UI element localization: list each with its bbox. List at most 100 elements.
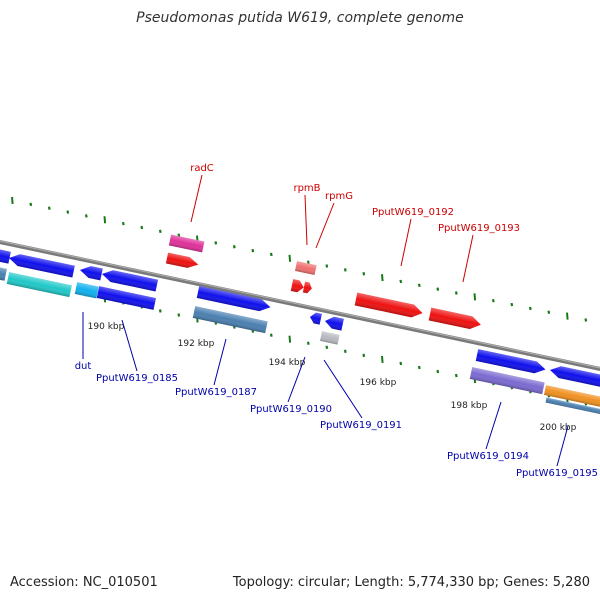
leader-rpmG [315,202,335,249]
upper-track-tick [325,264,329,268]
upper-track-tick [566,312,569,320]
leader-0195 [556,425,569,467]
upper-track-tick [584,318,588,322]
map-title: Pseudomonas putida W619, complete genome [136,10,464,26]
gene-arrow-0187[interactable] [196,286,272,313]
gene-arrow-0193[interactable] [428,307,483,331]
upper-track-tick [399,279,403,284]
gene-arrow-0185[interactable] [101,268,159,292]
leader-radC [190,174,203,223]
upper-track-tick [343,268,347,272]
scale-label-196: 196 kbp [360,378,397,388]
genome-backbone [0,240,600,371]
gene-arrow-left-edge-2[interactable] [0,266,7,281]
gene-arrow-0190b[interactable] [324,315,344,331]
gene-label-PputW619_0187[interactable]: PputW619_0187 [175,387,257,398]
lower-track-tick [381,355,384,363]
upper-track-tick [47,206,51,210]
gene-label-PputW619_0190[interactable]: PputW619_0190 [250,404,332,415]
genome-backbone-highlight [0,240,600,369]
gene-arrow-0194b[interactable] [469,367,545,395]
lower-track-tick [343,349,347,354]
gene-arrow-0185b[interactable] [96,286,156,310]
gene-label-radC[interactable]: radC [190,163,214,174]
upper-track-tick [306,260,310,264]
gene-label-PputW619_0185[interactable]: PputW619_0185 [96,373,178,384]
lower-track-tick [325,345,329,350]
leader-rpmB [304,194,308,246]
gene-label-PputW619_0194[interactable]: PputW619_0194 [447,451,529,462]
upper-track-tick [547,310,551,314]
upper-track-tick [454,291,458,295]
lower-track-tick [177,313,181,317]
gene-arrow-radC-pink[interactable] [168,234,205,253]
gene-arrow-left-edge-1[interactable] [0,248,11,264]
lower-track-tick [288,335,292,343]
scale-label-192: 192 kbp [178,339,215,349]
upper-track-tick [417,283,421,288]
gene-arrow-0195c[interactable] [545,397,600,415]
leader-0185 [121,319,138,372]
leader-0191 [323,359,363,419]
gene-arrow-0195[interactable] [549,364,600,389]
upper-track-tick [214,241,218,245]
lower-track-tick [362,353,366,358]
gene-arrow-dut[interactable] [74,282,99,299]
upper-track-tick [269,252,273,257]
upper-track-tick [251,248,255,253]
gene-arrow-0194[interactable] [475,349,547,375]
leader-0194 [485,401,502,450]
upper-track-tick [528,306,532,311]
upper-track-tick [362,272,366,276]
gene-arrow-0187b[interactable] [192,306,268,334]
gene-label-rpmB[interactable]: rpmB [293,183,320,194]
gene-label-PputW619_0195[interactable]: PputW619_0195 [516,468,598,479]
bottom-gene-labels: dut PputW619_0185 PputW619_0187 PputW619… [75,361,598,479]
gene-arrow-0190[interactable] [309,312,322,325]
upper-track-tick [177,233,181,237]
gene-arrow-radC[interactable] [165,252,200,270]
upper-tick-track [11,196,588,322]
upper-track-tick [473,293,477,301]
lower-track-tick [158,309,162,313]
gene-label-dut[interactable]: dut [75,361,92,372]
upper-track-tick [66,210,70,214]
gene-arrow-0195b[interactable] [543,385,600,408]
lower-track-tick [417,365,421,370]
label-leader-lines [82,174,569,467]
upper-track-tick [381,273,384,282]
topology-text: Topology: circular; Length: 5,774,330 bp… [232,575,590,590]
upper-track-tick [158,229,162,234]
gene-arrow-rpmB-box[interactable] [294,261,317,276]
upper-track-tick [510,302,514,307]
leader-0192 [400,218,412,267]
gene-arrow-rpmB[interactable] [290,279,305,293]
upper-track-tick [288,254,292,262]
upper-track-tick [11,196,14,205]
gene-features [0,234,600,415]
leader-0193 [462,234,474,283]
gene-label-rpmG[interactable]: rpmG [325,191,353,202]
lower-track-tick [454,373,458,378]
scale-label-190: 190 kbp [88,322,125,332]
scale-label-200: 200 kbp [540,423,577,433]
gene-label-PputW619_0192[interactable]: PputW619_0192 [372,207,454,218]
upper-track-tick [84,214,88,218]
gene-arrow-dut-cyan[interactable] [6,272,72,298]
gene-arrow-0184b[interactable] [79,264,103,281]
gene-arrow-0192[interactable] [354,292,424,320]
upper-track-tick [232,245,236,249]
gene-label-PputW619_0193[interactable]: PputW619_0193 [438,223,520,234]
gene-arrow-0184a[interactable] [8,252,75,278]
upper-track-tick [491,298,495,303]
gene-arrow-rpmG[interactable] [302,281,313,294]
lower-track-tick [269,333,273,337]
top-gene-labels: radC rpmB rpmG PputW619_0192 PputW619_01… [190,163,520,234]
gene-arrow-0191[interactable] [319,331,340,345]
leader-0190 [287,356,306,403]
lower-track-tick [436,369,440,374]
gene-label-PputW619_0191[interactable]: PputW619_0191 [320,420,402,431]
scale-label-194: 194 kbp [269,358,306,368]
lower-track-tick [306,341,310,345]
